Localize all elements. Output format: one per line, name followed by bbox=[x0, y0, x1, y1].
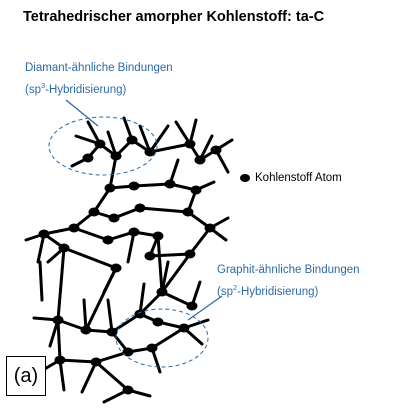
bond bbox=[138, 206, 190, 214]
carbon-atom bbox=[144, 251, 156, 261]
carbon-atom bbox=[102, 235, 114, 245]
carbon-atom bbox=[184, 139, 196, 149]
carbon-atom bbox=[194, 155, 206, 165]
carbon-atom bbox=[68, 223, 80, 233]
carbon-atom bbox=[164, 179, 176, 189]
legend: Kohlenstoff Atom bbox=[240, 172, 342, 184]
carbon-atom bbox=[134, 203, 146, 213]
graphite-bonds-label: Graphit-ähnliche Bindungen bbox=[217, 264, 360, 276]
bond bbox=[132, 182, 172, 188]
carbon-atom bbox=[80, 325, 92, 335]
carbon-atom bbox=[134, 309, 146, 319]
carbon-atom bbox=[122, 347, 134, 357]
bond-stub bbox=[36, 232, 46, 264]
diamond-bonds-highlight bbox=[48, 116, 158, 176]
carbon-atom bbox=[52, 315, 64, 325]
carbon-atom bbox=[82, 153, 94, 163]
bond-stub bbox=[82, 298, 88, 332]
diamond-bonds-annotation: Diamant-ähnliche Bindungen (sp3-Hybridis… bbox=[25, 60, 173, 99]
bond bbox=[156, 234, 164, 294]
bond bbox=[160, 252, 192, 294]
bond bbox=[110, 312, 142, 334]
carbon-atom-legend-icon bbox=[240, 174, 250, 182]
panel-label: (a) bbox=[6, 356, 46, 396]
bond-stub bbox=[58, 358, 66, 392]
bond-stub bbox=[126, 230, 136, 264]
carbon-atom bbox=[106, 327, 118, 337]
graphite-bonds-highlight bbox=[115, 308, 209, 368]
graphite-hybridization-label: (sp2-Hybridisierung) bbox=[217, 283, 319, 298]
figure-title: Tetrahedrischer amorpher Kohlenstoff: ta… bbox=[23, 9, 325, 25]
diamond-hybridization-label: (sp3-Hybridisierung) bbox=[25, 81, 127, 96]
carbon-atom bbox=[156, 287, 168, 297]
bond bbox=[150, 326, 186, 350]
carbon-atom bbox=[144, 147, 156, 157]
bond-stub bbox=[80, 360, 98, 394]
bond-stub bbox=[138, 124, 152, 154]
bond-stub bbox=[38, 260, 44, 302]
carbon-atom bbox=[110, 151, 122, 161]
bond bbox=[148, 142, 192, 154]
carbon-atom bbox=[190, 185, 202, 195]
bond bbox=[58, 358, 98, 364]
diamond-bonds-label: Diamant-ähnliche Bindungen bbox=[25, 62, 173, 74]
bond bbox=[108, 154, 118, 190]
carbon-atom bbox=[110, 263, 122, 273]
bond-stub bbox=[106, 298, 114, 334]
carbon-atom bbox=[122, 385, 134, 395]
carbon-atom bbox=[186, 301, 198, 311]
carbon-atom bbox=[108, 213, 120, 223]
carbon-atom bbox=[88, 207, 100, 217]
legend-label: Kohlenstoff Atom bbox=[255, 172, 342, 184]
graphite-bonds-annotation: Graphit-ähnliche Bindungen (sp2-Hybridis… bbox=[217, 262, 360, 301]
carbon-atom bbox=[184, 249, 196, 259]
carbon-atom bbox=[58, 243, 70, 253]
bond-stub bbox=[148, 124, 170, 154]
carbon-atom bbox=[126, 135, 138, 145]
carbon-atom bbox=[204, 223, 216, 233]
carbon-atom bbox=[104, 183, 116, 193]
carbon-atom bbox=[54, 355, 66, 365]
bond bbox=[62, 246, 118, 270]
bond bbox=[92, 186, 112, 214]
carbon-atom bbox=[128, 227, 140, 237]
carbon-atom bbox=[152, 231, 164, 241]
bond bbox=[138, 290, 164, 316]
carbon-atom bbox=[38, 229, 50, 239]
bond bbox=[148, 252, 192, 258]
carbon-atom bbox=[152, 317, 164, 327]
bond bbox=[72, 226, 110, 242]
bond bbox=[160, 290, 194, 308]
carbon-atom bbox=[182, 207, 194, 217]
carbon-atom bbox=[178, 323, 190, 333]
carbon-atom bbox=[128, 181, 140, 191]
bond bbox=[56, 246, 66, 322]
carbon-atom bbox=[210, 145, 222, 155]
bond-stub bbox=[160, 260, 170, 294]
carbon-atom bbox=[146, 343, 158, 353]
graphite-annotation-pointer bbox=[187, 295, 223, 321]
atoms bbox=[38, 135, 222, 395]
bond bbox=[94, 360, 130, 392]
carbon-atom bbox=[94, 139, 106, 149]
bond bbox=[56, 318, 62, 362]
bond bbox=[188, 226, 212, 256]
carbon-atom bbox=[90, 357, 102, 367]
bond-stub bbox=[138, 282, 146, 316]
diamond-annotation-pointer bbox=[65, 99, 99, 127]
